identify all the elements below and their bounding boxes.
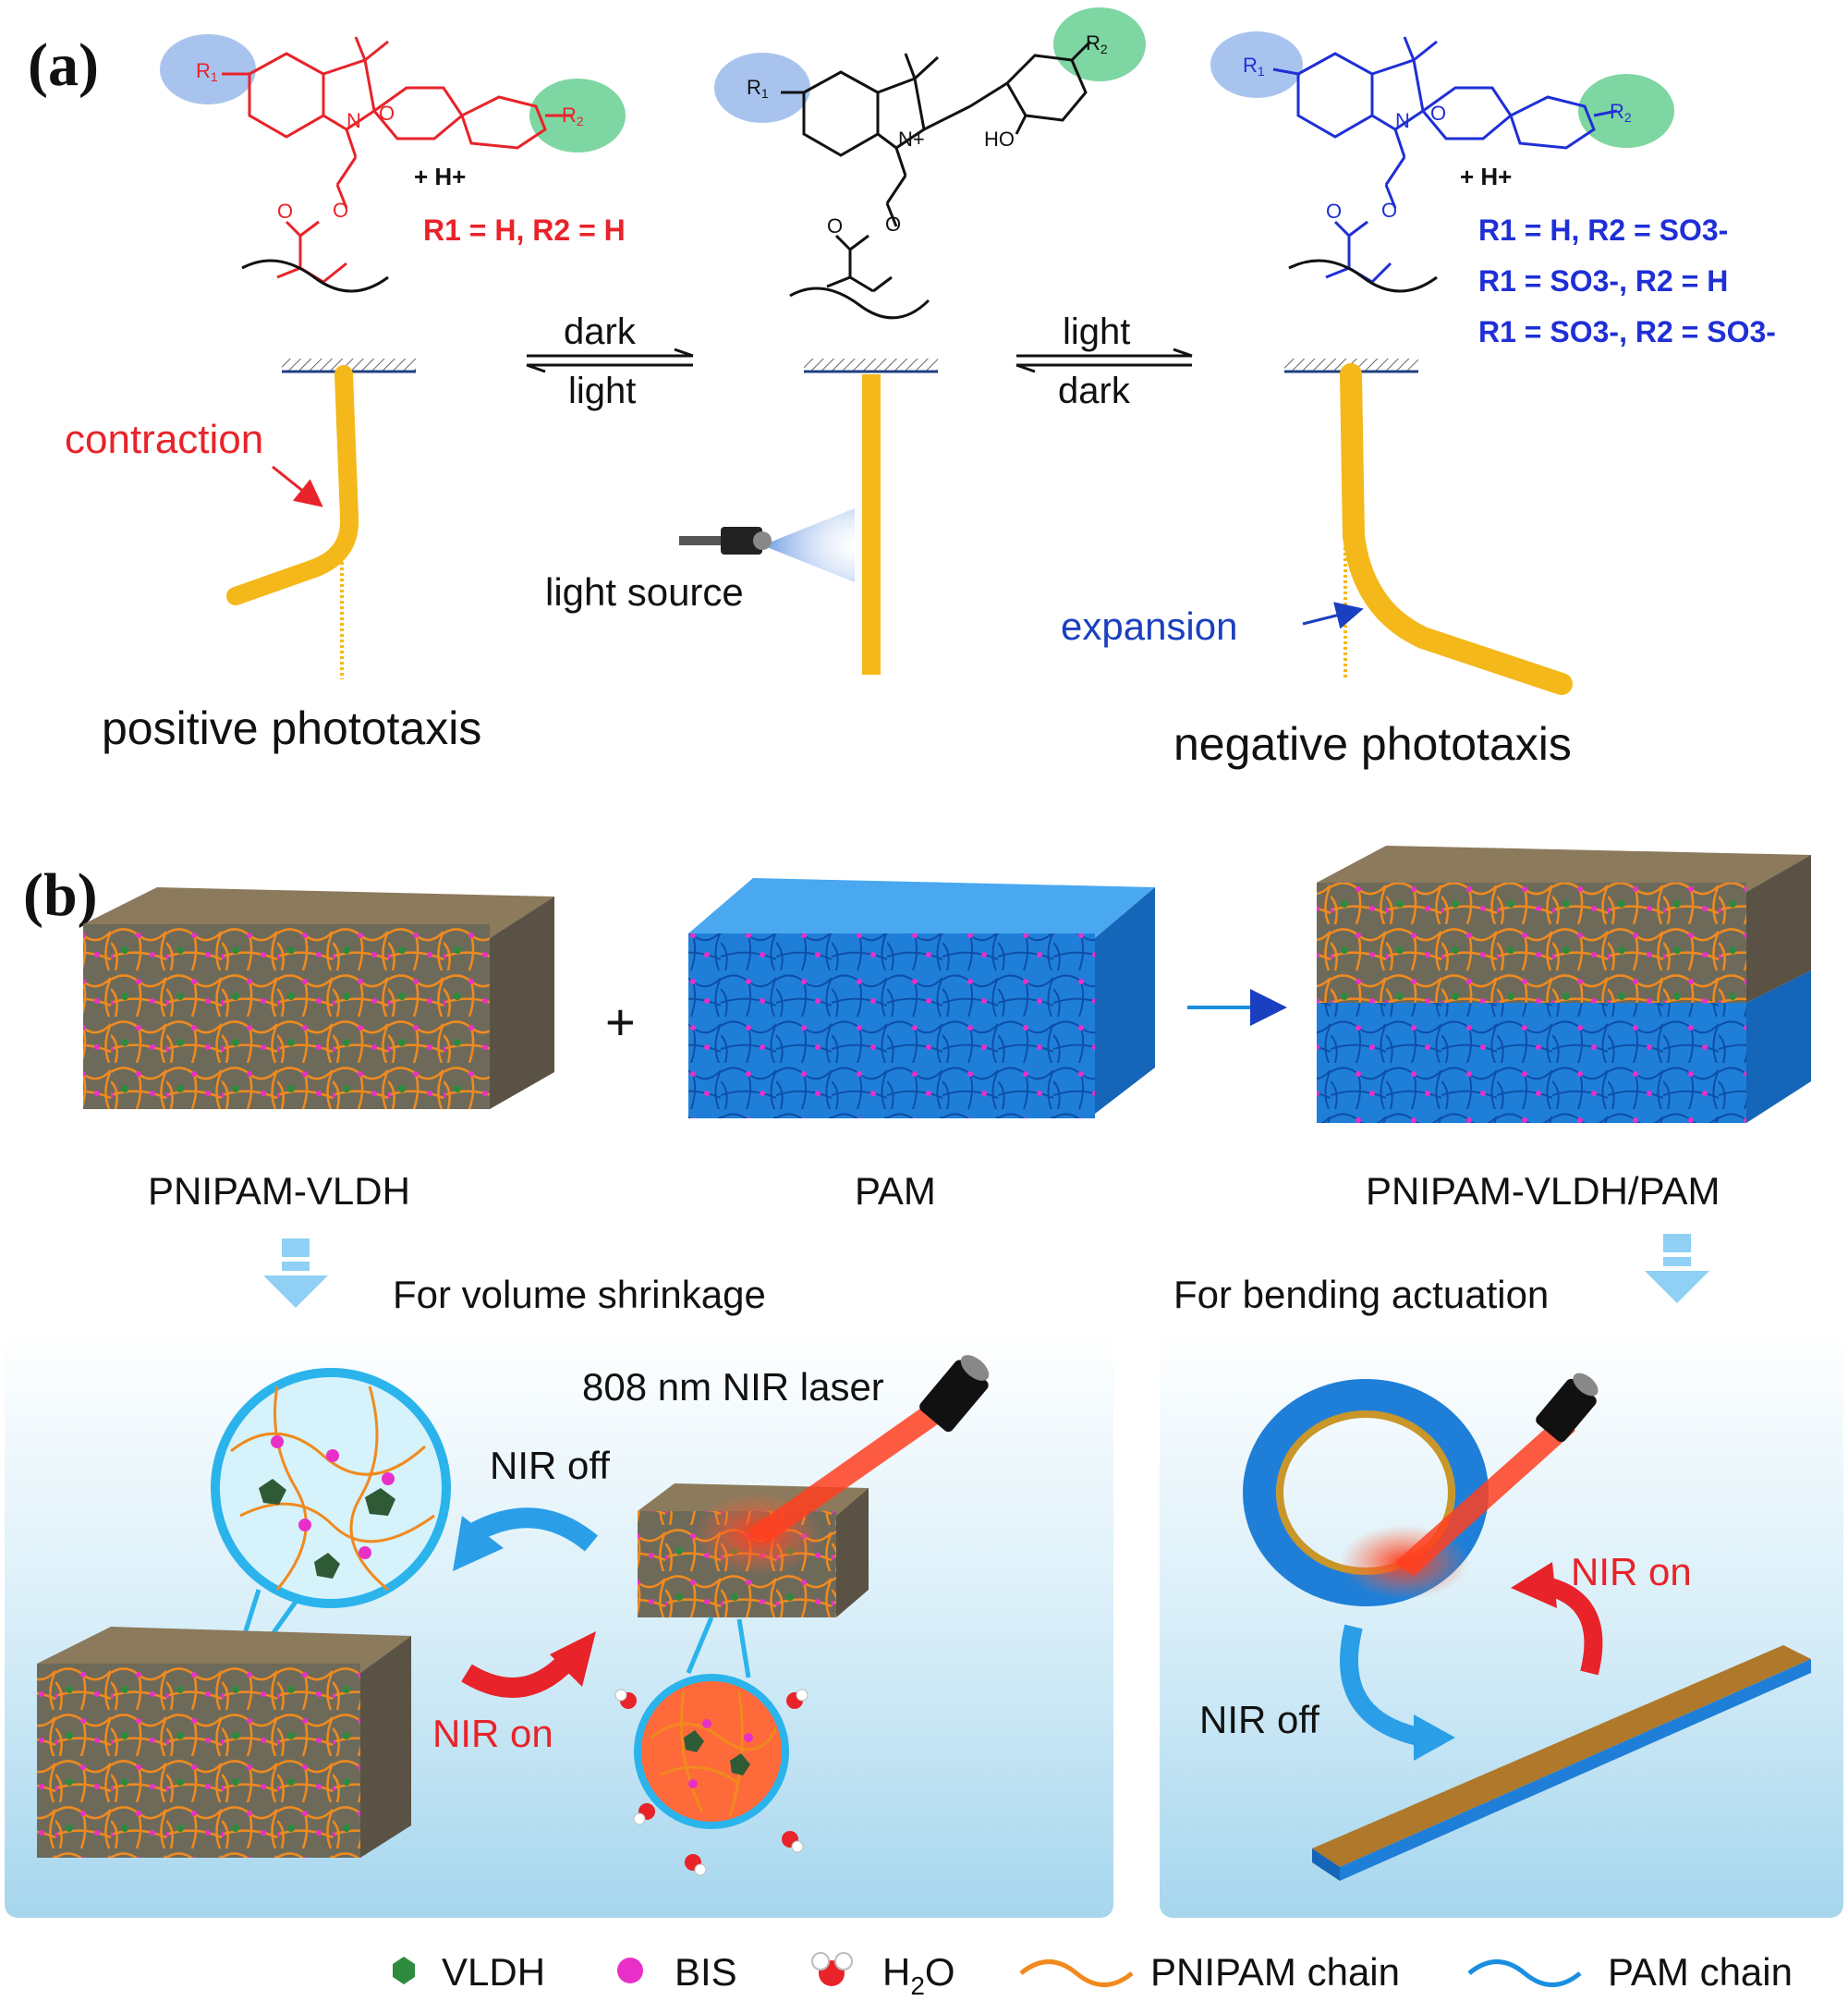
gel-block-pnipam-vldh (83, 887, 554, 1109)
svg-text:N: N (1395, 109, 1410, 132)
panel-b-label: (b) (23, 861, 98, 929)
pnipam-chain-legend-icon (1019, 1959, 1134, 1987)
gel-block-pam (688, 878, 1155, 1118)
svg-text:O: O (1430, 102, 1446, 125)
svg-text:O: O (827, 214, 843, 238)
laser-label: 808 nm NIR laser (582, 1365, 884, 1409)
svg-text:HO: HO (984, 128, 1015, 151)
svg-text:light: light (1063, 311, 1130, 352)
plus-sign: + (605, 993, 636, 1051)
svg-text:O: O (1381, 199, 1397, 222)
flat-strip-gel (1312, 1645, 1811, 1881)
polymer-backbone-left (241, 259, 389, 293)
svg-text:BIS: BIS (675, 1950, 737, 1994)
vldh-legend-icon (393, 1957, 415, 1984)
panel-a-label: (a) (28, 31, 99, 99)
nir-off-arrow-right-icon (1340, 1624, 1426, 1747)
strip-left-bent (226, 365, 359, 605)
gel3-label: PNIPAM-VLDH/PAM (1366, 1169, 1720, 1213)
r2-highlight-right (1578, 74, 1674, 148)
water-molecules (614, 1689, 808, 1876)
bending-actuation-title: For bending actuation (1173, 1273, 1549, 1316)
down-arrow-left-icon (263, 1238, 328, 1308)
r2-highlight-middle (1053, 7, 1146, 81)
support-middle (804, 359, 938, 372)
chem-labels-left: R1 R2 N O O O (196, 59, 584, 223)
h-plus-right: + H+ (1460, 163, 1512, 190)
nir-off-label-right: NIR off (1199, 1698, 1319, 1741)
equilibrium-left: dark light (526, 311, 694, 411)
equilibrium-right: light dark (1015, 311, 1193, 411)
gel-shrunk (638, 1483, 869, 1617)
negative-phototaxis-label: negative phototaxis (1173, 718, 1572, 770)
svg-text:R2: R2 (1610, 100, 1632, 125)
r1-highlight-middle (714, 53, 810, 123)
legend: VLDH BIS H2O PNIPAM chain PAM chain (393, 1950, 1793, 2000)
svg-text:O: O (277, 200, 293, 223)
svg-text:R2: R2 (1086, 31, 1108, 56)
gel-swollen (37, 1627, 411, 1858)
svg-text:R2: R2 (562, 104, 584, 128)
laser-icon (748, 1355, 990, 1543)
nir-on-arrow-right-icon (1540, 1576, 1603, 1676)
svg-text:O: O (333, 199, 348, 222)
support-left (282, 359, 416, 372)
nir-on-label-right: NIR on (1571, 1550, 1692, 1593)
polymer-backbone-middle (789, 287, 930, 320)
svg-text:dark: dark (1058, 371, 1131, 411)
svg-text:PAM chain: PAM chain (1608, 1950, 1793, 1994)
svg-text:N+: N+ (898, 128, 925, 151)
expansion-label: expansion (1061, 604, 1237, 648)
r1-highlight-left (160, 34, 256, 104)
down-arrow-right-icon (1645, 1234, 1709, 1303)
svg-text:H2O: H2O (882, 1950, 955, 2000)
laser-icon-right (1395, 1373, 1599, 1576)
svg-text:dark: dark (564, 311, 637, 352)
svg-text:R1 = H, R2 = SO3-: R1 = H, R2 = SO3- (1478, 214, 1728, 247)
r1-highlight-right (1210, 31, 1303, 98)
strip-middle (862, 374, 881, 675)
gel1-label: PNIPAM-VLDH (148, 1169, 410, 1213)
svg-text:O: O (1326, 200, 1342, 223)
nir-on-label-left: NIR on (432, 1712, 553, 1755)
polymer-backbone-right (1288, 259, 1438, 293)
nir-off-label-left: NIR off (490, 1444, 610, 1487)
light-source-icon (679, 508, 855, 582)
svg-text:R1: R1 (1243, 54, 1265, 79)
svg-text:R1: R1 (196, 59, 218, 84)
gel-block-composite (1317, 846, 1811, 1123)
formulas-right: R1 = H, R2 = SO3- R1 = SO3-, R2 = H R1 =… (1478, 214, 1776, 348)
svg-text:R1 = SO3-, R2 = SO3-: R1 = SO3-, R2 = SO3- (1478, 315, 1776, 348)
magnified-network-shrunk (634, 1617, 789, 1829)
svg-text:VLDH: VLDH (442, 1950, 545, 1994)
svg-text:PNIPAM chain: PNIPAM chain (1150, 1950, 1400, 1994)
bending-panel (1160, 1331, 1843, 1918)
svg-text:R1: R1 (747, 76, 769, 101)
svg-text:N: N (346, 109, 361, 132)
molecule-middle (714, 7, 1146, 293)
light-source-label: light source (545, 570, 744, 614)
svg-text:R1 = SO3-, R2 = H: R1 = SO3-, R2 = H (1478, 264, 1728, 298)
svg-text:O: O (379, 102, 395, 125)
formula-left: R1 = H, R2 = H (423, 214, 626, 247)
gel2-label: PAM (855, 1169, 936, 1213)
molecule-right (1210, 31, 1674, 284)
r2-highlight-left (529, 79, 626, 153)
chem-labels-middle: R1 R2 N+ HO O O (747, 31, 1108, 238)
h-plus-left: + H+ (414, 163, 466, 190)
bis-legend-icon (617, 1958, 643, 1983)
positive-phototaxis-label: positive phototaxis (102, 702, 481, 754)
h2o-legend-icon (811, 1952, 853, 1986)
svg-text:O: O (885, 213, 901, 236)
svg-text:light: light (568, 371, 636, 411)
chem-labels-right: R1 R2 N O O O (1243, 54, 1632, 223)
pam-chain-legend-icon (1467, 1959, 1582, 1987)
magnified-network-swollen (211, 1368, 451, 1608)
contraction-label: contraction (65, 417, 263, 462)
strip-right-bent (1340, 363, 1573, 695)
molecule-left (160, 34, 626, 284)
volume-shrinkage-title: For volume shrinkage (393, 1273, 766, 1316)
nir-off-arrow-left-icon (466, 1507, 599, 1552)
